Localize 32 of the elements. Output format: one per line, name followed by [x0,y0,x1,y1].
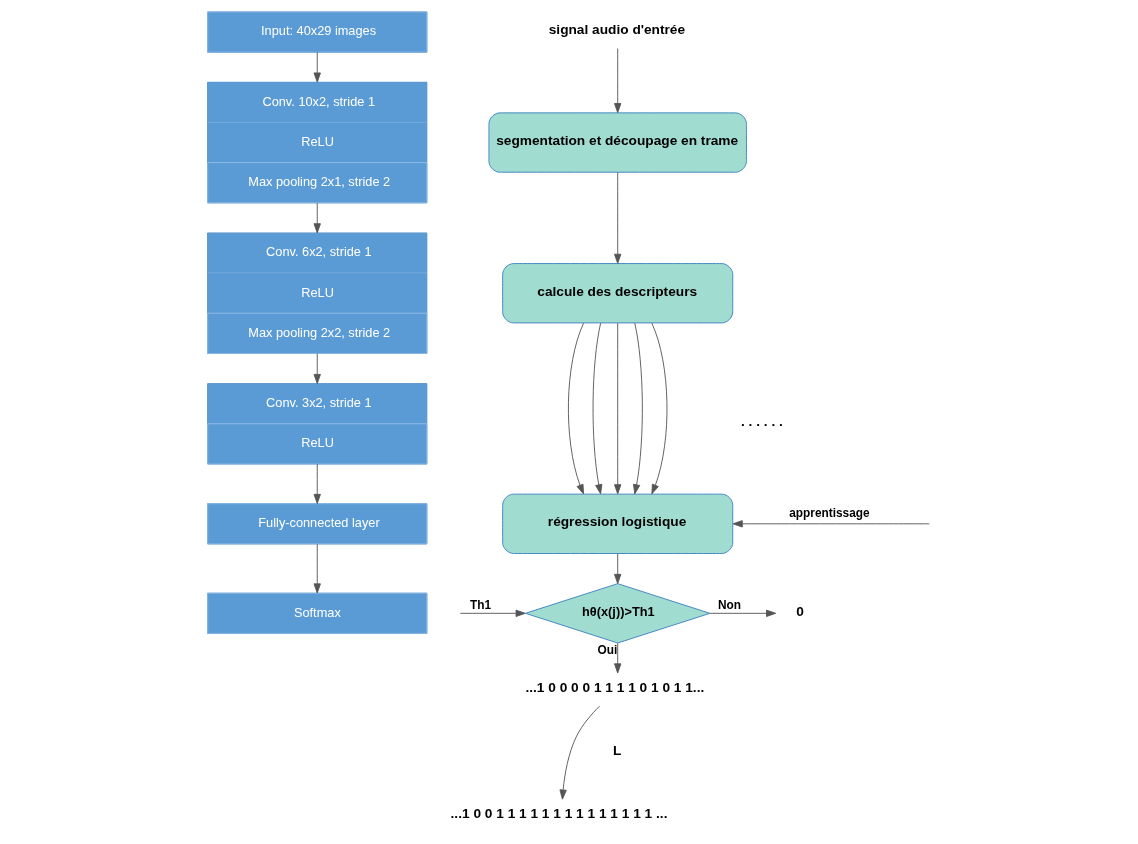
arrow [459,609,526,617]
arrow [732,520,930,528]
edge-label: apprentissage [789,505,870,520]
arrow [313,202,321,234]
arrow [592,322,603,495]
node-diamond: hθ(x(j))>Th1 [525,583,711,644]
arrow [651,322,668,495]
arrow [568,322,584,495]
node-box: calcule des descripteurs [502,263,734,324]
node-text: ...1 0 0 1 1 1 1 1 1 1 1 1 1 1 1 1 1 ... [450,805,668,821]
arrow [614,553,622,584]
arrow [709,609,777,617]
node-text: 0 [796,603,804,619]
edge-label: Non [718,598,742,613]
arrow [313,353,321,384]
arrow [614,322,622,495]
arrow [313,463,321,504]
label: L [613,742,622,758]
label: . . . . . . [740,414,783,430]
node-text: ...1 0 0 0 0 1 1 1 1 0 1 0 1 1... [525,679,705,695]
node-box: segmentation et découpage en trame [488,112,747,173]
arrow [313,543,321,594]
node-text: signal audio d'entrée [548,22,686,38]
edge-label: Oui [597,642,618,657]
arrow [559,705,601,800]
edge-label: Th1 [470,598,492,613]
arrow [614,48,622,114]
arrow [614,642,622,674]
arrow [633,322,643,495]
arrow [614,172,622,264]
arrow [313,51,321,83]
node-box: régression logistique [502,493,734,554]
